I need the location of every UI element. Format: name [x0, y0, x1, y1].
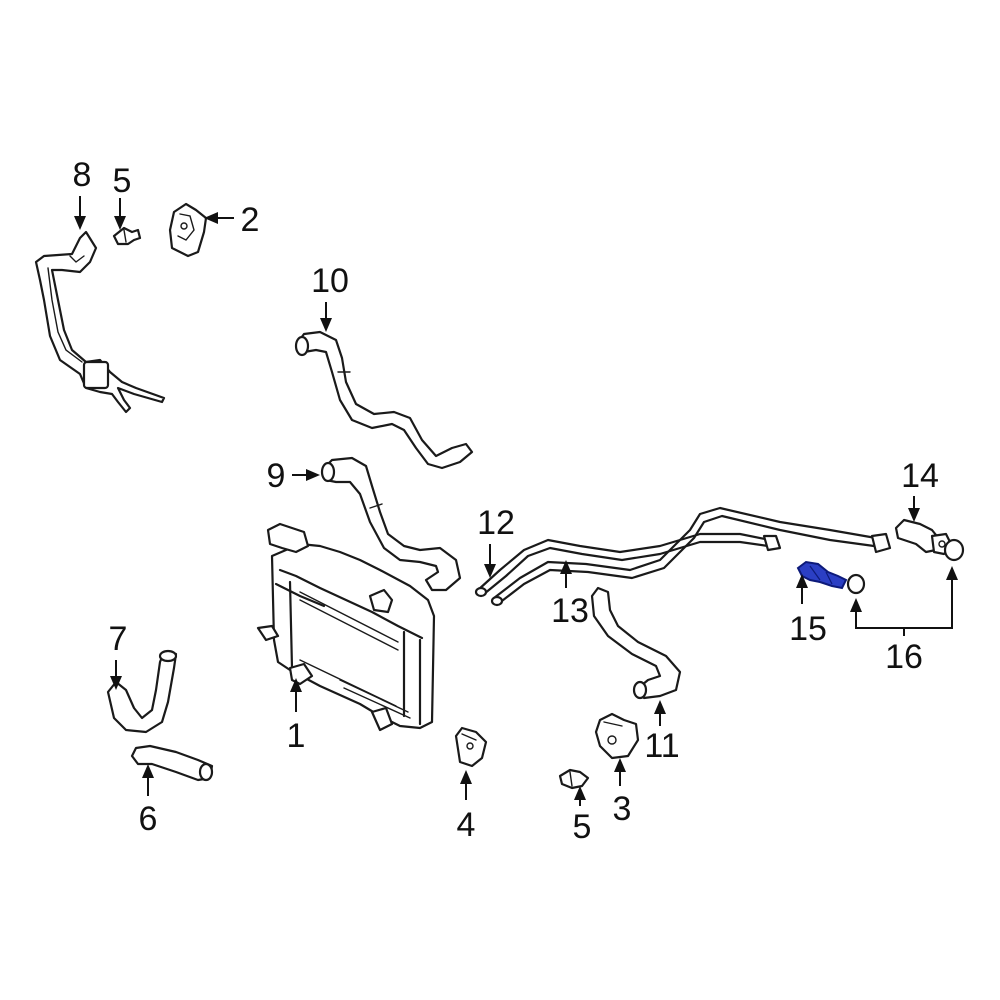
callout-16: 16	[885, 638, 923, 676]
callout-8: 8	[73, 156, 92, 194]
callout-3: 3	[613, 790, 632, 828]
callout-5-lower: 5	[573, 808, 592, 846]
callout-12: 12	[477, 504, 515, 542]
part-5-bolt-upper[interactable]	[112, 226, 142, 246]
leader-16	[855, 580, 953, 629]
part-6-hose[interactable]	[130, 744, 214, 782]
callout-5-upper: 5	[113, 162, 132, 200]
callout-15: 15	[789, 610, 827, 648]
arrowhead-9	[306, 469, 320, 481]
part-7-curved-hose[interactable]	[106, 649, 178, 734]
part-16-gasket-left[interactable]	[846, 573, 866, 595]
arrowhead-8	[74, 216, 86, 230]
arrowhead-3	[614, 758, 626, 772]
part-14-union-fitting[interactable]	[894, 518, 954, 556]
callout-10: 10	[311, 262, 349, 300]
callout-14: 14	[901, 457, 939, 495]
arrowhead-16-left	[850, 598, 862, 612]
part-13-oil-cooler-tube-set[interactable]	[474, 506, 892, 607]
part-15-hose-shape	[796, 560, 848, 590]
callout-4: 4	[457, 806, 476, 844]
arrowhead-5-upper	[114, 216, 126, 230]
arrowhead-4	[460, 770, 472, 784]
arrowhead-10	[320, 318, 332, 332]
callout-9: 9	[267, 457, 286, 495]
part-5-bolt-lower[interactable]	[558, 768, 590, 790]
arrowhead-16-right	[946, 566, 958, 580]
part-9-lower-hose[interactable]	[320, 456, 462, 592]
part-4-bracket[interactable]	[454, 726, 488, 768]
arrowhead-6	[142, 764, 154, 778]
part-16-gasket-right[interactable]	[943, 538, 965, 562]
callout-11: 11	[644, 727, 679, 765]
callout-13: 13	[551, 592, 589, 630]
part-3-bracket[interactable]	[594, 712, 640, 760]
part-2-bracket[interactable]	[168, 202, 208, 258]
callout-2: 2	[241, 201, 260, 239]
part-15-hose-highlighted[interactable]	[796, 560, 848, 590]
arrowhead-13	[560, 560, 572, 574]
arrowhead-7	[110, 676, 122, 690]
callout-1: 1	[287, 717, 306, 755]
arrowhead-11	[654, 700, 666, 714]
callout-6: 6	[139, 800, 158, 838]
part-11-hose[interactable]	[590, 586, 682, 700]
arrowhead-2	[204, 212, 218, 224]
arrowhead-12	[484, 564, 496, 578]
arrowhead-14	[908, 508, 920, 522]
arrowhead-1	[290, 678, 302, 692]
part-10-upper-hose[interactable]	[294, 330, 474, 470]
arrowhead-15	[796, 574, 808, 588]
callout-7: 7	[109, 620, 128, 658]
part-1-oil-cooler[interactable]	[256, 522, 436, 732]
arrowhead-5-lower	[574, 786, 586, 800]
part-8-oil-cooler-pipe-assembly[interactable]	[34, 230, 166, 414]
